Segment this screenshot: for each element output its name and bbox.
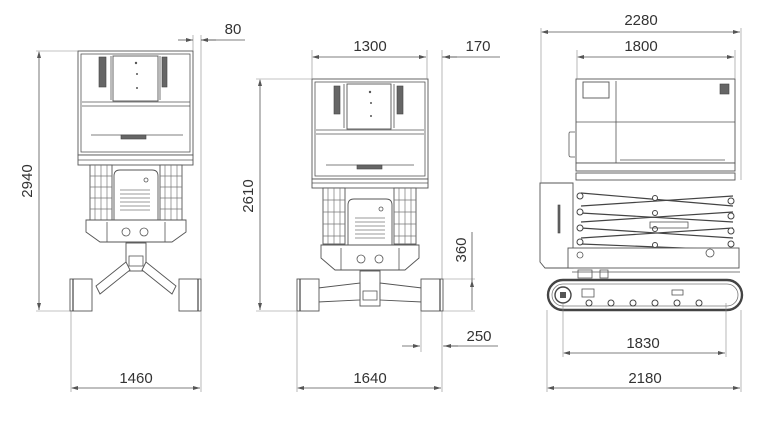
control-box	[346, 83, 392, 130]
dim-overall-height: 2610	[240, 179, 257, 212]
outrigger-wheel-right	[178, 278, 202, 312]
crawler-track	[546, 278, 744, 312]
dim-side-offset: 170	[465, 38, 490, 55]
engine-cover	[113, 169, 159, 223]
scissor-stack-left	[89, 164, 113, 221]
dim-track-length: 2180	[628, 370, 661, 387]
outrigger-wheel-left	[69, 278, 93, 312]
outrigger-arm-left	[95, 261, 131, 295]
side-view: 2280 1800 1830 2180	[539, 12, 744, 392]
dim-overall-length: 2280	[624, 12, 657, 29]
scissor-stack-right	[393, 187, 417, 245]
dim-wheel-width: 250	[466, 328, 491, 345]
dim-outrigger-track-width: 1460	[119, 370, 152, 387]
wheel-right	[420, 278, 444, 312]
scissor-stack-right	[159, 164, 183, 221]
dim-wheel-height: 360	[453, 237, 470, 262]
chassis	[85, 219, 187, 243]
engine-housing	[539, 182, 574, 269]
platform-handle	[568, 131, 575, 158]
control-panel	[582, 81, 610, 99]
front-view-retracted: 1300 170 2610 360 250 1640	[240, 38, 500, 392]
axle-arm-left	[317, 282, 361, 303]
dim-overall-height: 2940	[19, 164, 36, 197]
dim-overall-width: 1640	[353, 370, 386, 387]
axle-arm-right	[379, 282, 423, 303]
scissor-arms	[576, 192, 735, 251]
dim-track-wheelbase: 1830	[626, 335, 659, 352]
dim-platform-length: 1800	[624, 38, 657, 55]
base-frame	[567, 247, 740, 269]
dim-platform-overhang: 80	[225, 21, 242, 38]
engine-cover	[347, 198, 393, 251]
scissor-stack-left	[322, 187, 346, 245]
dim-platform-width: 1300	[353, 38, 386, 55]
wheel-left	[296, 278, 320, 312]
chassis	[320, 244, 420, 271]
track-rollers	[585, 299, 703, 307]
outrigger-arm-right	[141, 261, 177, 295]
front-view-outriggers: 2940 80 1460	[19, 21, 245, 392]
lift-cylinder	[649, 221, 689, 229]
